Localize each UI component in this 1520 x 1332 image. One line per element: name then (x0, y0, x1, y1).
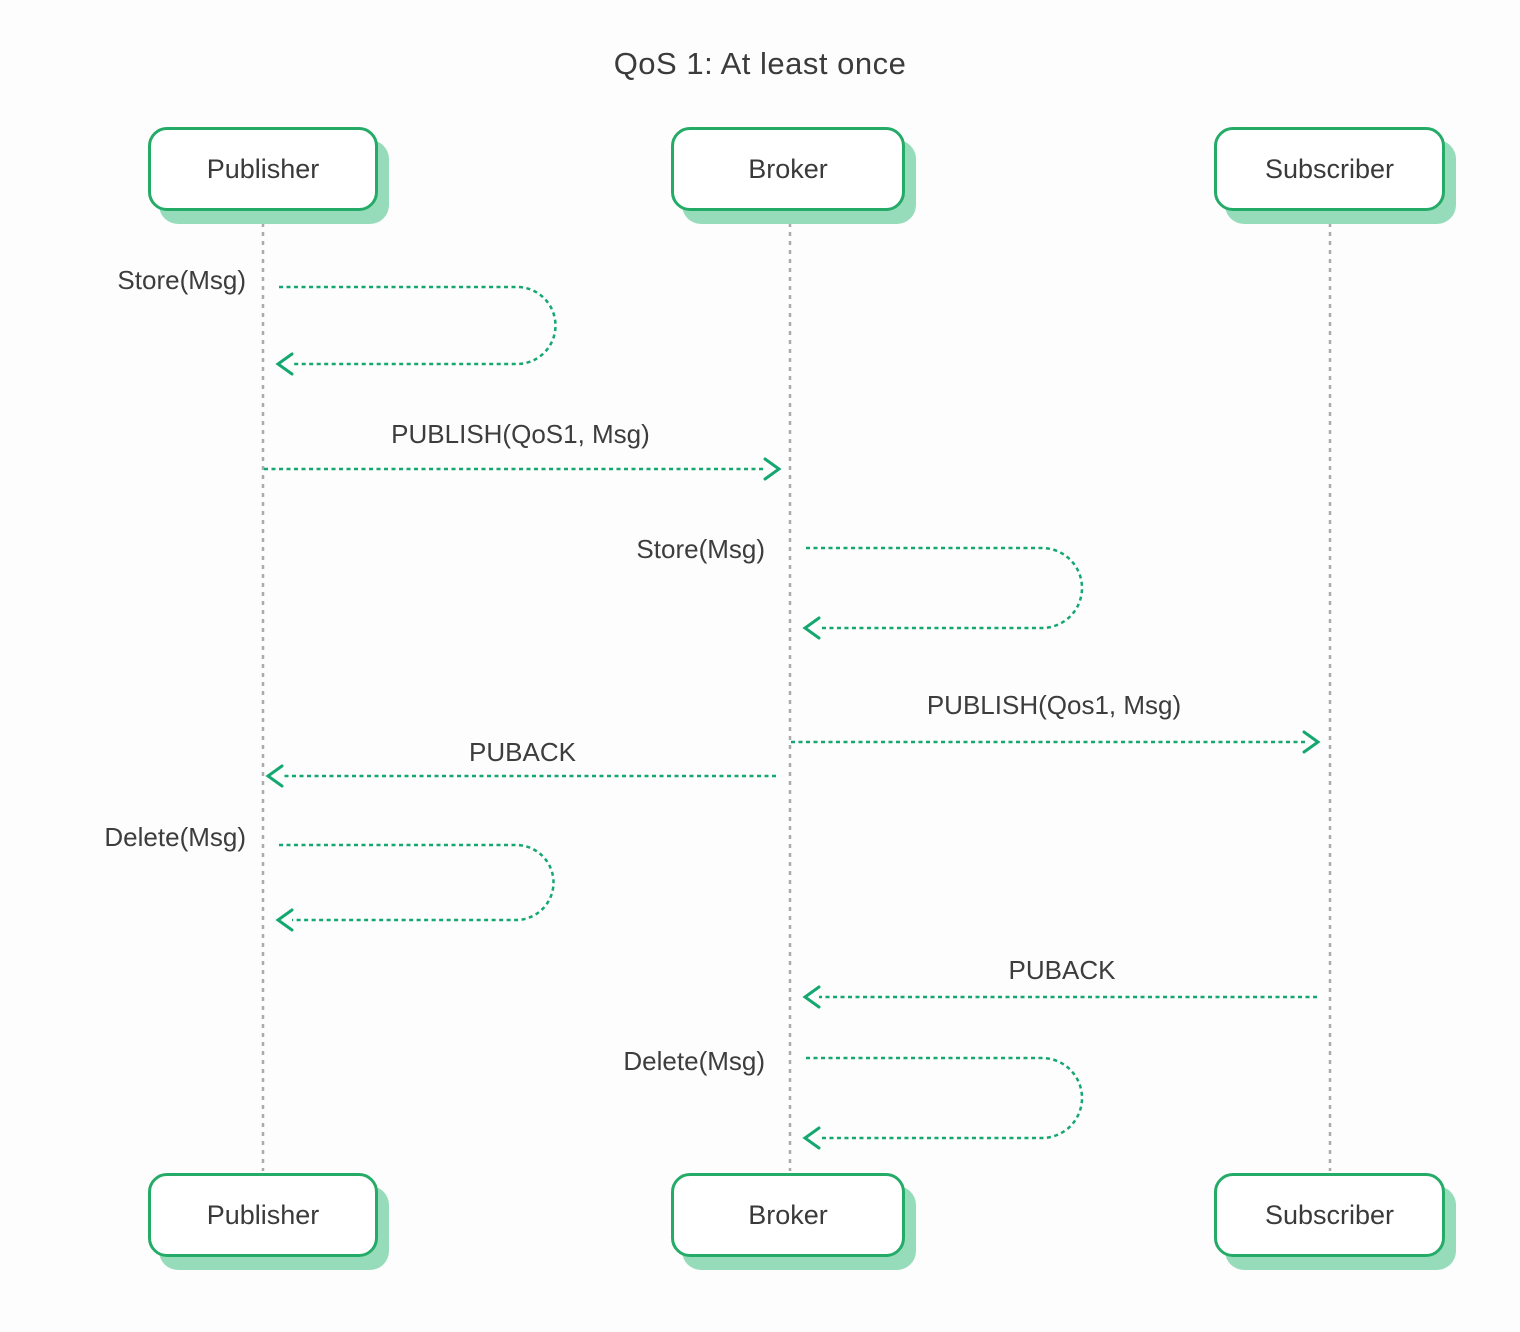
diagram-title: QoS 1: At least once (613, 46, 907, 81)
arrowhead-publisher-delete (275, 908, 294, 932)
message-label-puback-publisher: PUBACK (469, 737, 576, 767)
arrowhead-puback-to-publisher (265, 764, 284, 788)
message-label-puback-broker: PUBACK (1008, 955, 1116, 985)
arrowhead-publisher-store (275, 352, 294, 376)
actor-box-subscriber-bottom: Subscriber (1214, 1173, 1445, 1257)
message-label-delete-broker: Delete(Msg) (623, 1046, 765, 1076)
arrowhead-publish-to-broker (763, 457, 782, 481)
actor-box-broker-bottom: Broker (671, 1173, 905, 1257)
self-loop-publisher-delete (279, 843, 555, 922)
actor-label-publisher: Publisher (206, 153, 320, 184)
actor-label-broker: Broker (748, 153, 828, 184)
message-label-publish-qos1-subscriber: PUBLISH(Qos1, Msg) (926, 690, 1182, 720)
self-loop-publisher-store (279, 285, 557, 366)
message-label-store-broker: Store(Msg) (636, 534, 765, 564)
message-label-store-publisher: Store(Msg) (117, 265, 246, 295)
actor-box-publisher-top: Publisher (148, 127, 378, 211)
actor-label-publisher: Publisher (206, 1199, 320, 1230)
self-loop-broker-delete (806, 1056, 1084, 1140)
actor-box-publisher-bottom: Publisher (148, 1173, 378, 1257)
arrowhead-broker-delete (802, 1126, 821, 1150)
message-label-delete-publisher: Delete(Msg) (104, 822, 246, 852)
actor-box-broker-top: Broker (671, 127, 905, 211)
actor-label-subscriber: Subscriber (1264, 153, 1395, 184)
actor-box-subscriber-top: Subscriber (1214, 127, 1445, 211)
message-label-publish-qos1: PUBLISH(QoS1, Msg) (391, 419, 650, 449)
self-loop-broker-store (806, 546, 1084, 630)
arrowhead-publish-to-subscriber (1302, 730, 1321, 754)
actor-label-broker: Broker (748, 1199, 828, 1230)
actor-label-subscriber: Subscriber (1264, 1199, 1395, 1230)
arrowhead-broker-store (802, 616, 821, 640)
arrowhead-puback-to-broker (802, 985, 821, 1009)
